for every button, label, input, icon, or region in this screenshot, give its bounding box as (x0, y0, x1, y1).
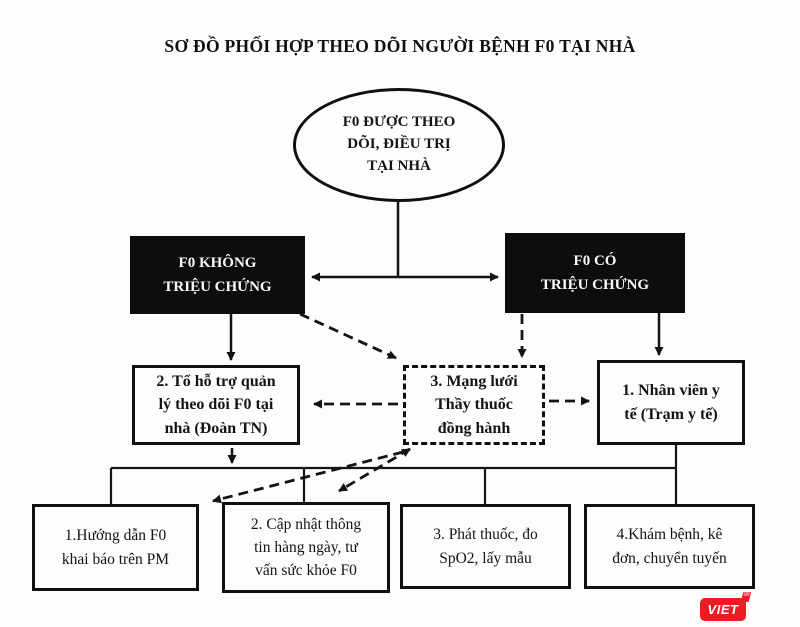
node-label: 4.Khám bệnh, kê đơn, chuyển tuyến (612, 526, 727, 567)
node-task-guide-declaration: 1.Hướng dẫn F0 khai báo trên PM (32, 504, 199, 591)
page-title: SƠ ĐỒ PHỐI HỢP THEO DÕI NGƯỜI BỆNH F0 TẠ… (164, 36, 636, 56)
node-label: F0 CÓ TRIỆU CHỨNG (540, 253, 650, 293)
edge-nosymptom-network-dashed (299, 312, 397, 360)
node-label: 3. Phát thuốc, đo SpO2, lấy mẫu (433, 526, 538, 567)
node-label: 2. Cập nhật thông tin hàng ngày, tư vấn … (250, 515, 362, 580)
node-label: 1. Nhân viên y tế (Trạm y tế) (622, 382, 720, 423)
node-task-exam-referral: 4.Khám bệnh, kê đơn, chuyển tuyến (584, 504, 755, 589)
node-label: 2. Tổ hỗ trợ quản lý theo dõi F0 tại nhà… (156, 373, 276, 437)
node-label: F0 ĐƯỢC THEO DÕI, ĐIỀU TRỊ TẠI NHÀ (342, 114, 456, 174)
node-f0-treated-at-home: F0 ĐƯỢC THEO DÕI, ĐIỀU TRỊ TẠI NHÀ (293, 88, 505, 202)
viet-watermark-logo: VIET (700, 592, 752, 621)
viet-logo-flag-tail (740, 592, 752, 602)
node-doctor-network: 3. Mạng lưới Thầy thuốc đồng hành (403, 365, 545, 445)
node-f0-no-symptoms: F0 KHÔNG TRIỆU CHỨNG (130, 236, 305, 314)
node-task-medicine-spo2: 3. Phát thuốc, đo SpO2, lấy mẫu (400, 504, 571, 589)
node-support-team: 2. Tổ hỗ trợ quản lý theo dõi F0 tại nhà… (132, 365, 300, 445)
edge-network-task1-dashed (212, 450, 404, 504)
node-label: 1.Hướng dẫn F0 khai báo trên PM (61, 527, 170, 568)
node-label: 3. Mạng lưới Thầy thuốc đồng hành (430, 373, 518, 437)
node-label: F0 KHÔNG TRIỆU CHỨNG (163, 255, 272, 295)
node-medical-staff: 1. Nhân viên y tế (Trạm y tế) (597, 360, 745, 445)
node-f0-with-symptoms: F0 CÓ TRIỆU CHỨNG (505, 233, 685, 313)
node-task-daily-update: 2. Cập nhật thông tin hàng ngày, tư vấn … (222, 502, 390, 593)
edge-network-task2-dashed (338, 447, 411, 493)
viet-logo-text: VIET (707, 602, 739, 617)
